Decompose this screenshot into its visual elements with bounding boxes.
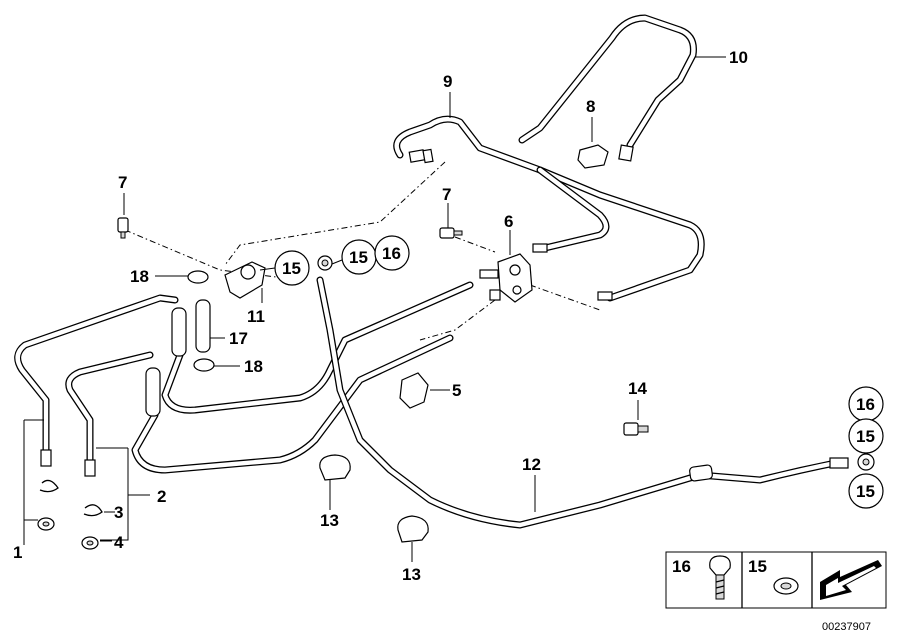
callout-16a: 16 (382, 244, 401, 263)
assembly-lines (124, 161, 601, 341)
label-9: 9 (443, 72, 452, 91)
label-5: 5 (452, 381, 461, 400)
legend-16-label: 16 (672, 557, 691, 576)
leader-lines (23, 56, 726, 562)
label-7b: 7 (442, 185, 451, 204)
clip-5 (399, 372, 429, 409)
label-3: 3 (114, 503, 123, 522)
circled-callouts: 15 15 16 16 15 15 (274, 235, 884, 509)
hose-lines (14, 14, 844, 529)
label-6: 6 (504, 212, 513, 231)
label-2: 2 (157, 487, 166, 506)
label-18b: 18 (244, 357, 263, 376)
clip-13b (397, 515, 429, 543)
legend-15-label: 15 (748, 557, 767, 576)
clip-13a (319, 454, 351, 481)
label-13b: 13 (402, 565, 421, 584)
label-11: 11 (247, 307, 265, 326)
label-7a: 7 (118, 173, 127, 192)
hose-10 (518, 14, 697, 149)
washer-icon (773, 577, 799, 595)
label-10: 10 (729, 48, 748, 67)
label-4: 4 (114, 533, 124, 552)
part-labels: 1 2 3 4 5 6 7 7 8 9 10 11 12 13 13 14 17… (13, 48, 748, 584)
label-12: 12 (522, 455, 541, 474)
label-17: 17 (229, 329, 248, 348)
label-1: 1 (13, 543, 22, 562)
sleeve-17 (195, 299, 211, 353)
clip-8 (577, 144, 609, 169)
arrow-icon (820, 560, 882, 600)
label-18a: 18 (130, 267, 149, 286)
legend-box: 16 15 (665, 551, 887, 609)
ring-18a (187, 270, 209, 284)
screw-14 (623, 422, 649, 436)
screw-7b (439, 227, 463, 239)
callout-15c: 15 (856, 427, 875, 446)
label-8: 8 (586, 97, 595, 116)
distributor-6 (497, 253, 533, 303)
callout-15b: 15 (349, 248, 368, 267)
label-13a: 13 (320, 511, 339, 530)
callout-15a: 15 (282, 259, 301, 278)
hose-9 (393, 115, 705, 302)
screw-7a (117, 217, 129, 239)
fittings (37, 144, 875, 550)
ring-18b (193, 358, 215, 372)
label-14: 14 (628, 379, 647, 398)
callout-15d: 15 (856, 482, 875, 501)
bolt-icon (709, 555, 731, 600)
drawing-number: 00237907 (822, 621, 871, 633)
callout-16b: 16 (856, 395, 875, 414)
